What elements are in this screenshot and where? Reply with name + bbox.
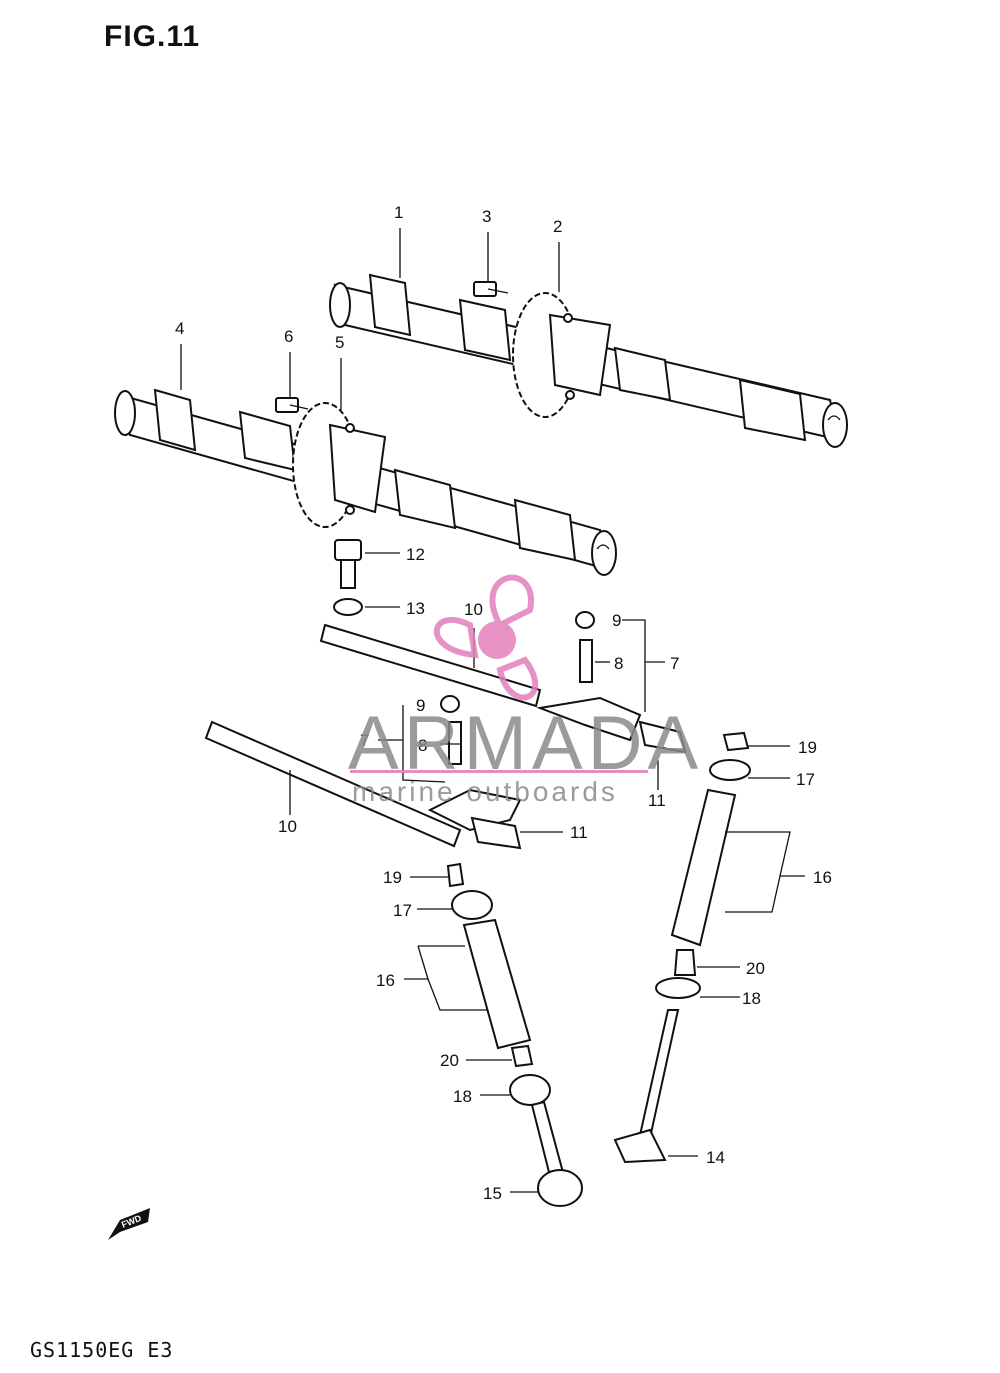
rocker-arm-lower [427,695,522,850]
callout-8-lower: 8 [418,736,427,755]
callout-6: 6 [284,327,293,346]
callout-8-upper: 8 [614,654,623,673]
watermark-brand: ARMADA [348,701,704,786]
callout-3: 3 [482,207,491,226]
callout-17-right: 17 [796,770,815,789]
callout-19-right: 19 [798,738,817,757]
watermark-subtitle: marine outboards [352,776,618,807]
leader-lines [180,228,805,1193]
callout-10-upper: 10 [464,600,483,619]
callouts: 1 2 3 4 5 6 7 7 8 8 9 9 10 10 11 11 12 1… [175,203,832,1203]
callout-10-lower: 10 [278,817,297,836]
washer-13 [333,598,363,616]
callout-17-left: 17 [393,901,412,920]
callout-18-right: 18 [742,989,761,1008]
footer-model-code: GS1150EG E3 [30,1338,174,1362]
callout-20-left: 20 [440,1051,459,1070]
callout-1: 1 [394,203,403,222]
rocker-shaft-upper [319,623,542,708]
bolt-3 [473,281,509,297]
callout-9-upper: 9 [612,611,621,630]
callout-14: 14 [706,1148,725,1167]
callout-20-right: 20 [746,959,765,978]
sprocket-lower [292,402,387,528]
callout-7-lower: 7 [360,731,369,750]
sprocket-upper [512,292,612,418]
callout-13: 13 [406,599,425,618]
callout-18-left: 18 [453,1087,472,1106]
fwd-direction-icon: FWD [108,1208,150,1240]
propeller-logo [433,574,539,701]
valve-assembly-left [446,862,583,1207]
valve-assembly-right [613,731,751,1164]
watermark-underline [350,770,648,773]
callout-9-lower: 9 [416,696,425,715]
callout-2: 2 [553,217,562,236]
callout-16-right: 16 [813,868,832,887]
bolt-6 [275,397,309,413]
callout-11-lower: 11 [570,823,588,842]
callout-16-left: 16 [376,971,395,990]
callout-7-upper: 7 [670,654,679,673]
callout-11-upper: 11 [648,791,666,810]
callout-12: 12 [406,545,425,564]
callout-19-left: 19 [383,868,402,887]
rocker-shaft-lower [204,720,462,848]
callout-4: 4 [175,319,184,338]
callout-5: 5 [335,333,344,352]
figure-title: FIG.11 [104,20,201,53]
bolt-12 [334,539,362,589]
rocker-arm-upper [536,611,687,754]
callout-15: 15 [483,1184,502,1203]
